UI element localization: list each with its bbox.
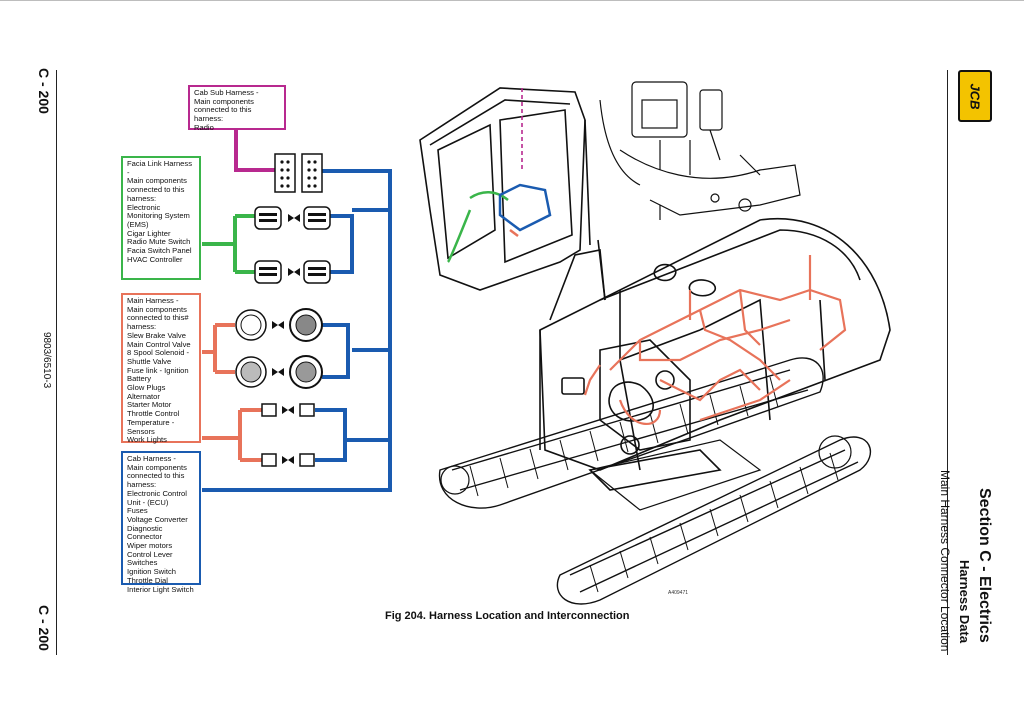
- cab-harness-item: Control Lever Switches: [127, 549, 173, 568]
- cab-harness-item: Electronic Control Unit - (ECU): [127, 488, 187, 507]
- main-harness-box: Main Harness - Main components connected…: [121, 293, 201, 445]
- track-frame: [440, 435, 852, 511]
- facia-harness-title: Facia Link Harness -: [127, 159, 192, 177]
- jcb-logo: JCB: [958, 70, 992, 122]
- main-small-connector-lower: [261, 453, 315, 467]
- main-harness-item: Slew Brake Valve: [127, 330, 186, 340]
- facia-harness-intro: Main components connected to this harnes…: [127, 176, 187, 203]
- cab-sub-harness-intro: Main components connected to this harnes…: [194, 96, 254, 124]
- main-harness-routing: [583, 255, 847, 425]
- page-top-border: [0, 0, 1024, 1]
- boom-bracket: [588, 339, 722, 491]
- cab-sub-harness-box: Cab Sub Harness - Main components connec…: [188, 85, 286, 132]
- cab-green-route-2: [469, 191, 509, 201]
- main-harness-item: Temperature - Sensors: [127, 417, 175, 436]
- cab-harness-item: Voltage Converter: [127, 514, 188, 524]
- cab-sub-wires: [234, 130, 275, 172]
- cab-blue-route: [498, 183, 552, 232]
- track-left-shoes: [469, 376, 779, 497]
- cab-harness-title: Cab Harness -: [127, 454, 176, 463]
- cab-harness-item: Interior Light Switch: [127, 584, 194, 594]
- main-wires: [202, 323, 262, 462]
- cab-harness-intro: Main components connected to this harnes…: [127, 462, 187, 490]
- facia-blue-return: [330, 214, 354, 274]
- main-harness-item: Alternator: [127, 391, 160, 401]
- main-small-connector-upper: [261, 403, 315, 417]
- main-harness-item: Throttle Control: [127, 409, 180, 419]
- electronics-detail: [599, 81, 801, 220]
- cab-sub-connector-pair: [274, 153, 323, 193]
- main-harness-item: Fuse link - Ignition Battery: [127, 365, 189, 384]
- figure-caption: Fig 204. Harness Location and Interconne…: [385, 610, 630, 622]
- facia-connector-pair-lower: [254, 260, 331, 284]
- cab-harness-item: Wiper motors: [127, 541, 173, 551]
- cab-harness-item: Fuses: [127, 506, 148, 516]
- cab-harness-item: Throttle Dial: [127, 575, 168, 585]
- drawing-reference: A409471: [668, 590, 689, 596]
- cab-orange-stub: [509, 229, 519, 237]
- main-harness-item: Glow Plugs: [127, 383, 166, 393]
- main-harness-item: 8 Spool Solenoid - Shuttle Valve: [127, 348, 190, 366]
- left-margin-rule: [56, 70, 57, 655]
- upper-structure: [539, 217, 891, 471]
- facia-harness-item: Cigar Lighter: [127, 228, 171, 238]
- track-right: [556, 436, 871, 605]
- facia-link-harness-box: Facia Link Harness - Main components con…: [121, 156, 201, 280]
- cab-harness-item: Diagnostic Connector: [127, 523, 163, 542]
- main-round-connector-lower: [235, 355, 323, 389]
- cab-harness-box: Cab Harness - Main components connected …: [121, 451, 201, 593]
- main-harness-intro: Main components connected to this# harne…: [127, 304, 189, 332]
- main-harness-item: Work Lights: [127, 435, 167, 445]
- main-harness-title: Main Harness -: [127, 296, 179, 305]
- facia-harness-item: Facia Switch Panel: [127, 246, 192, 256]
- main-round-connector-upper: [235, 308, 323, 342]
- main-blue-return: [315, 323, 350, 462]
- cab-outline: [419, 87, 591, 291]
- main-harness-item: Starter Motor: [127, 400, 172, 410]
- cab-sub-harness-title: Cab Sub Harness -: [194, 88, 259, 97]
- facia-harness-item: Radio Mute Switch: [127, 237, 191, 247]
- cab-green-route: [446, 209, 472, 263]
- facia-harness-item: Electronic Monitoring System (EMS): [127, 202, 190, 229]
- facia-connector-pair-upper: [254, 206, 331, 230]
- track-right-shoes: [589, 452, 839, 593]
- main-harness-item: Main Control Valve: [127, 339, 191, 349]
- facia-wires: [202, 214, 255, 274]
- right-margin-rule: [947, 70, 948, 655]
- facia-harness-item: HVAC Controller: [127, 254, 183, 264]
- cab-sub-harness-item: Radio: [194, 122, 214, 132]
- cab-harness-item: Ignition Switch: [127, 567, 176, 577]
